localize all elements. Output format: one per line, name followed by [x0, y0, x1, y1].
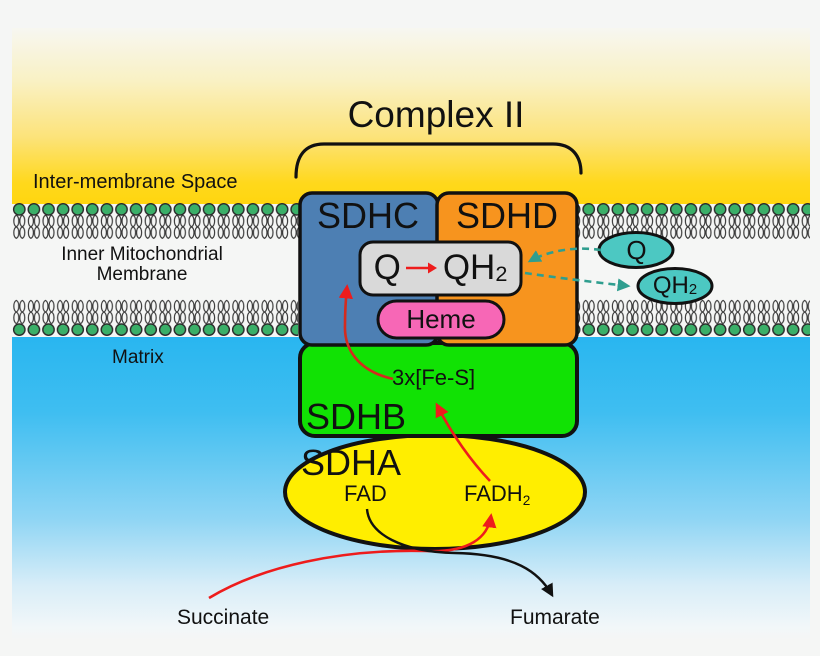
sdha-label: SDHA	[301, 442, 402, 483]
matrix-label: Matrix	[112, 347, 164, 368]
inner-membrane-line1: Inner Mitochondrial	[61, 244, 223, 265]
fadh2-to-fes-arrow	[435, 402, 491, 482]
ubiquinone-label: Q	[626, 234, 647, 265]
q-text: Q	[373, 248, 401, 288]
intermembrane-space-background	[12, 28, 810, 204]
right-arrow-icon	[405, 262, 437, 274]
heme-label: Heme	[406, 304, 476, 335]
quinone-reduction-box	[358, 240, 523, 297]
ubiquinol-ellipse	[636, 267, 714, 305]
fadh2-label: FADH2	[464, 481, 531, 508]
iron-sulfur-label: 3x[Fe-S]	[392, 365, 476, 390]
fes-to-q-arrow	[338, 284, 394, 381]
lipid-top-left	[12, 203, 300, 244]
inner-membrane-line2: Membrane	[96, 264, 188, 285]
qh2-exit-dashed-arrow	[524, 271, 631, 292]
fumarate-label: Fumarate	[510, 606, 600, 629]
qh-el-text: QH	[652, 272, 689, 300]
fad-label: FAD	[344, 481, 387, 506]
intermembrane-space-label: Inter-membrane Space	[33, 171, 238, 193]
sdhd-label: SDHD	[455, 195, 559, 236]
complex-ii-bracket	[294, 142, 583, 179]
sdhb-label: SDHB	[306, 396, 407, 437]
lipid-bottom-left	[12, 295, 298, 336]
q-entry-dashed-arrow	[527, 247, 602, 263]
lipid-bilayer	[12, 203, 810, 336]
fadh-text: FADH	[464, 481, 523, 506]
inner-membrane-label: Inner Mitochondrial Membrane	[61, 245, 223, 285]
sdhc-label: SDHC	[316, 195, 420, 236]
qh-text: QH	[442, 248, 496, 288]
diagram-title: Complex II	[347, 94, 525, 135]
qh-subscript: 2	[495, 261, 508, 287]
heme-pill	[376, 299, 506, 340]
fadh-subscript: 2	[522, 492, 531, 508]
succinate-label: Succinate	[177, 606, 270, 629]
qh-el-subscript: 2	[688, 282, 698, 299]
fad-to-fumarate-arrow	[365, 508, 554, 598]
succinate-to-fadh2-arrow	[208, 513, 497, 600]
sdhb-box	[298, 341, 579, 438]
